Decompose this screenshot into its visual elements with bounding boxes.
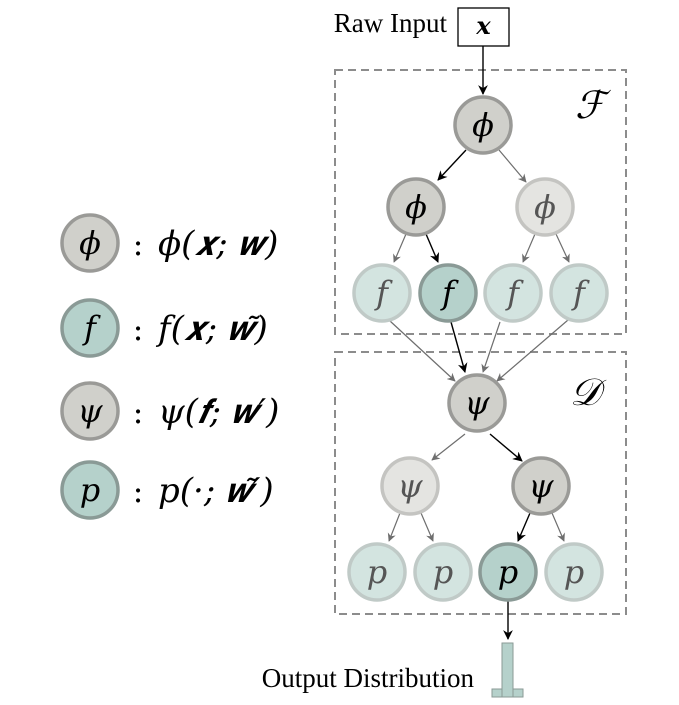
legend-psi-colon: : — [133, 393, 144, 431]
legend-psi-expr: ψ(𝒇; 𝒘′) — [158, 392, 279, 432]
feature-block-label: ℱ — [575, 83, 611, 127]
node-phi-root[interactable]: ϕ — [453, 95, 513, 155]
node-phi-root-symbol: ϕ — [472, 106, 494, 144]
edge-psi-root-psi-left — [431, 433, 466, 461]
legend-phi-expr: ϕ(𝒙; 𝒘) — [158, 224, 278, 264]
node-p3-symbol: p — [498, 553, 518, 591]
node-psi-root[interactable]: ψ — [447, 373, 507, 433]
decision-block-label: 𝒟 — [570, 370, 607, 414]
edge-phi-right-f4 — [555, 233, 570, 263]
node-p2[interactable]: p — [413, 542, 473, 602]
legend-phi-colon: : — [133, 225, 144, 263]
output-distribution-icon — [491, 642, 524, 698]
legend-f-expr: f(𝒙; 𝒘̃) — [155, 309, 268, 349]
node-f2[interactable]: f — [418, 263, 478, 323]
node-phi-left-symbol: ϕ — [405, 188, 427, 226]
edge-f3-psi-root — [481, 321, 501, 373]
raw-input-label: Raw Input — [334, 8, 448, 38]
legend-p-expr: p(·; 𝒘̃′) — [158, 471, 274, 511]
legend-phi-symbol: ϕ — [79, 224, 101, 262]
tree-nodes: ϕ ϕ ϕ f f f f ψ ψ ψ p p — [347, 95, 609, 602]
output-label: Output Distribution — [262, 663, 475, 693]
raw-input-symbol: x — [475, 11, 491, 40]
node-phi-right[interactable]: ϕ — [515, 177, 575, 237]
node-phi-left[interactable]: ϕ — [386, 177, 446, 237]
edge-psi-right-p4 — [551, 512, 565, 542]
decision-block — [334, 351, 627, 615]
edge-psi-root-psi-right — [489, 433, 523, 462]
edge-phi-left-f1 — [393, 233, 407, 263]
legend-p-symbol: p — [80, 471, 100, 509]
node-f1[interactable]: f — [352, 263, 412, 323]
node-psi-root-symbol: ψ — [464, 384, 490, 422]
legend-f-colon: : — [133, 310, 144, 348]
legend-item-phi: ϕ : ϕ(𝒙; 𝒘) — [60, 213, 278, 273]
node-psi-left-symbol: ψ — [397, 467, 423, 505]
edge-psi-right-p3 — [516, 512, 531, 542]
legend-p-colon: : — [133, 472, 144, 510]
edges — [387, 46, 570, 640]
node-p4[interactable]: p — [544, 542, 604, 602]
legend-item-p: p : p(·; 𝒘̃′) — [60, 460, 274, 520]
legend-p-circle — [60, 460, 120, 520]
edge-f1-psi-root — [389, 320, 456, 382]
legend: ϕ : ϕ(𝒙; 𝒘) f : f(𝒙; 𝒘̃) ψ : ψ(𝒇; 𝒘′) p … — [60, 213, 279, 520]
edge-f2-psi-root — [450, 321, 468, 373]
node-psi-right-symbol: ψ — [528, 467, 554, 505]
node-p4-symbol: p — [564, 553, 584, 591]
legend-psi-circle — [60, 381, 120, 441]
legend-item-f: f : f(𝒙; 𝒘̃) — [60, 298, 268, 358]
raw-input-box — [457, 7, 510, 47]
node-psi-right[interactable]: ψ — [511, 456, 571, 516]
feature-block — [334, 69, 627, 335]
node-phi-right-symbol: ϕ — [534, 188, 556, 226]
edge-phi-root-phi-left — [437, 149, 467, 181]
edge-psi-left-p1 — [387, 512, 401, 542]
node-p2-symbol: p — [433, 553, 453, 591]
edge-phi-root-phi-right — [498, 149, 527, 183]
node-f3[interactable]: f — [483, 263, 543, 323]
legend-psi-symbol: ψ — [77, 392, 103, 430]
node-p1[interactable]: p — [347, 542, 407, 602]
node-p3[interactable]: p — [478, 542, 538, 602]
node-f4[interactable]: f — [549, 263, 609, 323]
legend-phi-circle — [60, 213, 120, 273]
legend-item-psi: ψ : ψ(𝒇; 𝒘′) — [60, 381, 279, 441]
node-p1-symbol: p — [367, 553, 387, 591]
edge-phi-right-f3 — [522, 233, 536, 263]
edge-psi-left-p2 — [420, 512, 434, 542]
legend-f-circle — [60, 298, 120, 358]
edge-f4-psi-root — [496, 319, 569, 382]
edge-phi-left-f2 — [425, 233, 440, 263]
node-psi-left[interactable]: ψ — [380, 456, 440, 516]
